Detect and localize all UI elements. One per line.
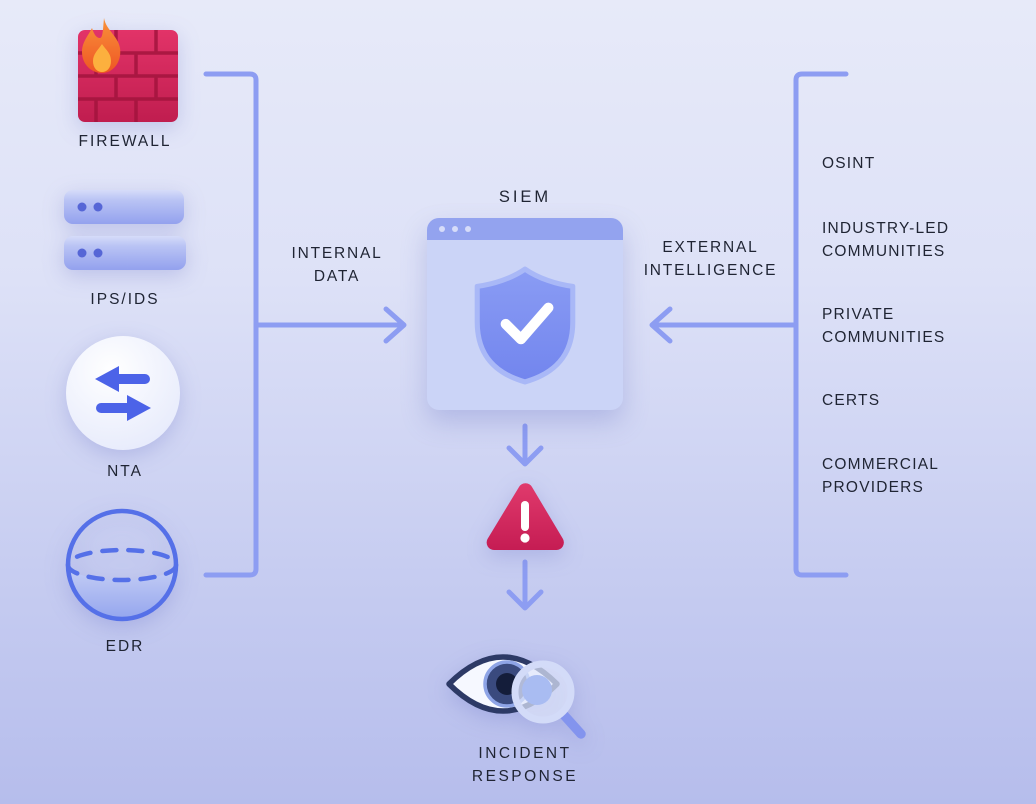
industry-communities-label: INDUSTRY-LED COMMUNITIES [822,220,950,260]
alert-to-incident-arrowhead [506,589,544,611]
nta-label: NTA [107,463,143,480]
network-traffic-icon [63,333,183,453]
right-arrow [96,395,151,421]
ips-ids-label: IPS/IDS [90,291,160,308]
left-bracket-line [203,71,259,578]
left-arrow [95,366,150,392]
honeypot-sphere-icon [63,506,181,624]
warning-triangle-icon [481,477,569,557]
firewall-label: FIREWALL [78,133,172,150]
eye-magnifier-icon [443,638,608,746]
private-communities-label: PRIVATE COMMUNITIES [822,306,946,346]
certs-label: CERTS [822,392,881,409]
window-dot-icon [465,226,471,232]
window-dot-icon [439,226,445,232]
osint-label: OSINT [822,155,876,172]
siem-to-alert-arrowhead [506,445,544,467]
flame-icon [82,18,121,73]
external-intel-arrowhead [649,306,673,344]
browser-title-bar [427,218,623,240]
internal-data-label: INTERNAL DATA [291,245,383,285]
checkmark-icon [500,302,554,345]
firewall-icon [68,16,186,128]
external-intelligence-label: EXTERNAL INTELLIGENCE [643,239,778,279]
commercial-providers-label: COMMERCIAL PROVIDERS [822,456,940,496]
siem-label: SIEM [498,188,552,206]
browser-body [427,240,623,410]
edr-label: EDR [105,638,145,655]
internal-data-arrowhead [383,306,407,344]
server-stack-icon [58,184,192,286]
shield-check-icon [474,266,576,385]
siem-browser-window [427,218,623,410]
magnifier-icon [511,660,586,739]
window-dot-icon [452,226,458,232]
incident-response-label: INCIDENT RESPONSE [471,745,579,785]
